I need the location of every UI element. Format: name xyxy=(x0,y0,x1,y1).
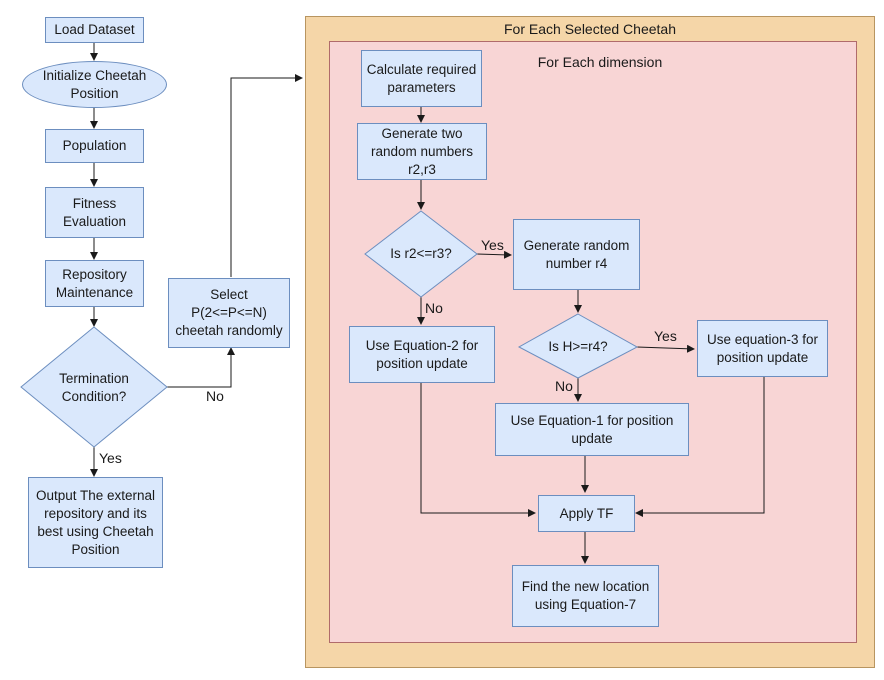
load-dataset-node[interactable]: Load Dataset xyxy=(45,17,144,43)
is-h-decision-node[interactable]: Is H>=r4? xyxy=(548,339,608,354)
fitness-evaluation-node[interactable]: Fitness Evaluation xyxy=(45,187,144,238)
edge-eq2-to-apply-tf xyxy=(420,383,536,517)
is-h-decision-shape xyxy=(517,313,639,379)
edge-eq3-to-apply-tf xyxy=(635,377,765,517)
initialize-cheetah-node[interactable]: Initialize Cheetah Position xyxy=(22,61,167,108)
output-node[interactable]: Output The external repository and its b… xyxy=(28,477,163,568)
termination-condition-node[interactable]: Termination Condition? xyxy=(59,371,129,404)
find-new-location-node[interactable]: Find the new location using Equation-7 xyxy=(512,565,659,627)
equation-2-node[interactable]: Use Equation-2 for position update xyxy=(349,326,495,383)
is-r2-decision-node[interactable]: Is r2<=r3? xyxy=(390,246,452,261)
for-each-cheetah-title: For Each Selected Cheetah xyxy=(504,21,676,37)
edge-is-r2-yes-to-r4 xyxy=(476,250,512,259)
equation-3-node[interactable]: Use equation-3 for position update xyxy=(697,320,828,377)
select-cheetah-node[interactable]: Select P(2<=P<=N) cheetah randomly xyxy=(168,278,290,348)
edge-termination-no-to-select xyxy=(167,347,235,388)
edge-select-to-container xyxy=(230,74,303,277)
is-h-no-label: No xyxy=(555,378,573,394)
generate-two-random-node[interactable]: Generate two random numbers r2,r3 xyxy=(357,123,487,180)
is-r2-decision-shape xyxy=(364,210,478,298)
is-r2-yes-label: Yes xyxy=(481,237,504,253)
population-node[interactable]: Population xyxy=(45,129,144,163)
termination-decision-shape xyxy=(20,326,168,448)
termination-no-label: No xyxy=(206,388,224,404)
is-h-yes-label: Yes xyxy=(654,328,677,344)
equation-1-node[interactable]: Use Equation-1 for position update xyxy=(495,403,689,456)
termination-yes-label: Yes xyxy=(99,450,122,466)
for-each-dimension-title: For Each dimension xyxy=(537,54,663,70)
generate-r4-node[interactable]: Generate random number r4 xyxy=(513,219,640,290)
apply-tf-node[interactable]: Apply TF xyxy=(538,495,635,532)
edge-is-h-yes-to-eq3 xyxy=(636,344,695,353)
repository-maintenance-node[interactable]: Repository Maintenance xyxy=(45,260,144,307)
is-r2-no-label: No xyxy=(425,300,443,316)
calculate-parameters-node[interactable]: Calculate required parameters xyxy=(361,50,482,107)
